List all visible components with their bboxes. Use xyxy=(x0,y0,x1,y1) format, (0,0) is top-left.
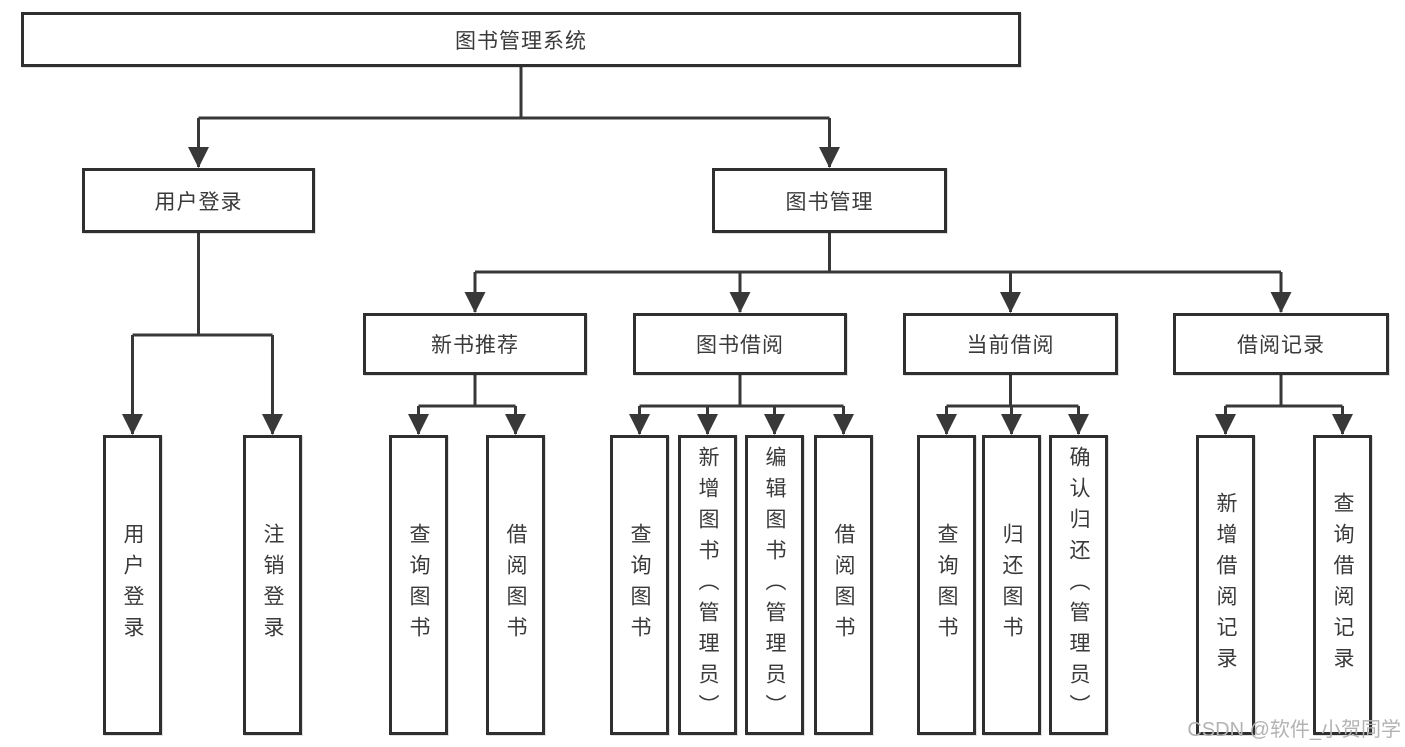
leaf-query-books-recommend: 查询图书 xyxy=(389,435,448,735)
leaf-query-books-current-label: 查询图书 xyxy=(935,523,958,647)
node-current-borrowing-label: 当前借阅 xyxy=(966,334,1055,357)
leaf-query-books-current: 查询图书 xyxy=(917,435,976,735)
leaf-query-books-recommend-label: 查询图书 xyxy=(407,523,430,647)
leaf-edit-books-admin: 编辑图书（管理员） xyxy=(745,435,804,735)
leaf-add-books-admin: 新增图书（管理员） xyxy=(678,435,737,735)
leaf-user-login-label: 用户登录 xyxy=(121,523,144,647)
node-user-login: 用户登录 xyxy=(82,168,315,233)
leaf-add-borrow-record: 新增借阅记录 xyxy=(1196,435,1255,735)
leaf-confirm-return-admin-label: 确认归还（管理员） xyxy=(1067,445,1090,725)
node-user-login-label: 用户登录 xyxy=(154,190,243,214)
node-book-borrowing-label: 图书借阅 xyxy=(696,334,784,357)
leaf-edit-books-admin-label: 编辑图书（管理员） xyxy=(763,445,786,725)
leaf-borrow-books: 借阅图书 xyxy=(814,435,873,735)
node-book-management: 图书管理 xyxy=(712,168,947,233)
leaf-query-books-borrowing: 查询图书 xyxy=(610,435,669,735)
leaf-logout: 注销登录 xyxy=(243,435,302,735)
leaf-borrow-books-label: 借阅图书 xyxy=(832,523,855,647)
node-root-system: 图书管理系统 xyxy=(21,12,1021,67)
leaf-logout-label: 注销登录 xyxy=(261,523,284,647)
leaf-query-borrow-record-label: 查询借阅记录 xyxy=(1331,492,1354,678)
leaf-borrow-books-recommend-label: 借阅图书 xyxy=(504,523,527,647)
node-current-borrowing: 当前借阅 xyxy=(903,313,1118,375)
node-book-management-label: 图书管理 xyxy=(785,190,874,214)
leaf-borrow-books-recommend: 借阅图书 xyxy=(486,435,545,735)
node-new-book-recommend-label: 新书推荐 xyxy=(431,334,519,357)
node-new-book-recommend: 新书推荐 xyxy=(363,313,587,375)
leaf-return-books: 归还图书 xyxy=(982,435,1041,735)
node-borrowing-records: 借阅记录 xyxy=(1173,313,1389,375)
leaf-query-books-borrowing-label: 查询图书 xyxy=(628,523,651,647)
leaf-user-login: 用户登录 xyxy=(103,435,162,735)
node-root-label: 图书管理系统 xyxy=(455,29,587,53)
leaf-query-borrow-record: 查询借阅记录 xyxy=(1313,435,1372,735)
leaf-add-books-admin-label: 新增图书（管理员） xyxy=(696,445,719,725)
node-borrowing-records-label: 借阅记录 xyxy=(1237,334,1325,357)
csdn-watermark: CSDN @软件_小贺同学 xyxy=(1187,719,1401,741)
node-book-borrowing: 图书借阅 xyxy=(633,313,847,375)
leaf-confirm-return-admin: 确认归还（管理员） xyxy=(1049,435,1108,735)
leaf-add-borrow-record-label: 新增借阅记录 xyxy=(1214,492,1237,678)
leaf-return-books-label: 归还图书 xyxy=(1000,523,1023,647)
